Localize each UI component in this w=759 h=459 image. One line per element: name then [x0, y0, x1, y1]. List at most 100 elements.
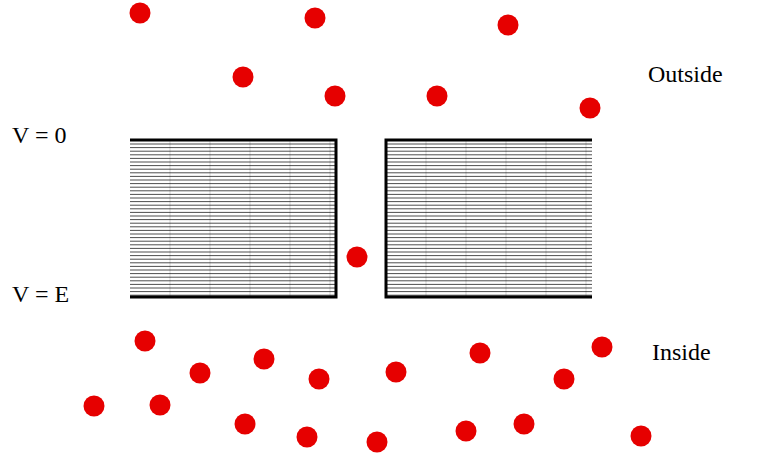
hatch-line	[386, 144, 592, 145]
voltage-label: V = E	[12, 282, 69, 306]
hatch-line	[130, 154, 336, 155]
ion-dot	[233, 67, 254, 88]
hatch-line	[386, 241, 592, 242]
hatch-line	[386, 255, 592, 256]
hatch-line	[386, 223, 592, 224]
ion-dot	[592, 337, 613, 358]
ion-dot	[514, 414, 535, 435]
ion-dot	[254, 349, 275, 370]
hatch-line	[130, 277, 336, 278]
hatch-line	[386, 212, 592, 213]
hatch-line	[386, 176, 592, 177]
ion-dot	[325, 86, 346, 107]
hatch-line	[130, 176, 336, 177]
hatch-line	[386, 201, 592, 202]
hatch-line	[386, 248, 592, 249]
hatch-line	[386, 165, 592, 166]
hatch-line	[130, 190, 336, 191]
ion-dot	[150, 395, 171, 416]
hatch-line	[130, 255, 336, 256]
hatch-line	[130, 273, 336, 274]
hatch-line	[386, 259, 592, 260]
hatch-line	[130, 234, 336, 235]
hatch-line	[386, 284, 592, 285]
hatch-line	[130, 219, 336, 220]
hatch-line	[386, 234, 592, 235]
ion-dot	[84, 396, 105, 417]
hatch-line	[130, 284, 336, 285]
hatch-line	[386, 162, 592, 163]
hatch-line	[130, 259, 336, 260]
hatch-line	[130, 208, 336, 209]
hatch-line	[386, 280, 592, 281]
hatch-line	[130, 183, 336, 184]
hatch-line	[386, 147, 592, 148]
hatch-line	[130, 288, 336, 289]
hatch-line	[130, 198, 336, 199]
ion-dot	[309, 369, 330, 390]
hatch-line	[130, 172, 336, 173]
hatch-line	[386, 244, 592, 245]
hatch-line	[130, 280, 336, 281]
hatch-line	[386, 262, 592, 263]
membrane-outline	[386, 140, 592, 297]
ion-dot	[305, 8, 326, 29]
hatch-line	[386, 169, 592, 170]
hatch-line	[130, 244, 336, 245]
hatch-line	[386, 158, 592, 159]
hatch-line	[130, 158, 336, 159]
hatch-line	[386, 208, 592, 209]
hatch-line	[130, 291, 336, 292]
hatch-line	[386, 219, 592, 220]
ion-dot	[554, 369, 575, 390]
hatch-line	[386, 288, 592, 289]
hatch-line	[386, 216, 592, 217]
ion-dot	[456, 421, 477, 442]
hatch-line	[130, 241, 336, 242]
hatch-line	[130, 226, 336, 227]
ion-dot	[297, 427, 318, 448]
hatch-line	[386, 273, 592, 274]
hatch-line	[130, 144, 336, 145]
hatch-line	[130, 223, 336, 224]
ion-dot	[580, 98, 601, 119]
hatch-line	[386, 237, 592, 238]
hatch-line	[386, 172, 592, 173]
hatch-line	[130, 169, 336, 170]
hatch-line	[130, 194, 336, 195]
hatch-line	[130, 248, 336, 249]
ion-dot	[367, 432, 388, 453]
hatch-line	[386, 226, 592, 227]
hatch-line	[130, 252, 336, 253]
membrane-block	[130, 140, 336, 297]
region-label: Inside	[652, 340, 711, 364]
hatch-line	[130, 165, 336, 166]
hatch-line	[386, 266, 592, 267]
hatch-line	[386, 180, 592, 181]
hatch-line	[130, 262, 336, 263]
hatch-line	[130, 151, 336, 152]
hatch-line	[130, 205, 336, 206]
ion-dot	[386, 362, 407, 383]
ion-dot	[235, 414, 256, 435]
hatch-line	[130, 230, 336, 231]
hatch-line	[130, 266, 336, 267]
ion-dot	[135, 331, 156, 352]
ion-dot	[347, 247, 368, 268]
ion-dot	[190, 363, 211, 384]
hatch-line	[386, 198, 592, 199]
ion-dot	[470, 343, 491, 364]
hatch-line	[386, 187, 592, 188]
ion-dot	[498, 15, 519, 36]
hatch-line	[386, 230, 592, 231]
ion-dot	[130, 3, 151, 24]
hatch-line	[130, 187, 336, 188]
hatch-line	[130, 201, 336, 202]
ions	[84, 3, 652, 453]
hatch-line	[130, 162, 336, 163]
hatch-line	[386, 270, 592, 271]
ion-dot	[427, 86, 448, 107]
hatch-line	[386, 154, 592, 155]
